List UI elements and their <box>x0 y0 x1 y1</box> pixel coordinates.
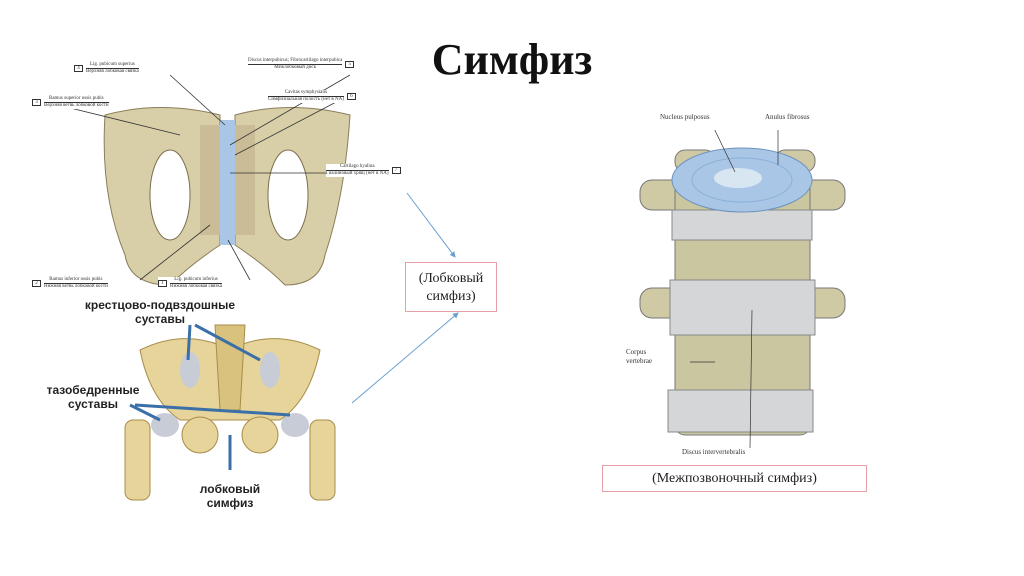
label-hip-joints: тазобедренные суставы <box>46 383 140 411</box>
label-russian: Межлобковый диск <box>248 64 343 71</box>
pelvis-illustration <box>124 323 336 501</box>
label-sacroiliac-joints: крестцово-подвздошные суставы <box>84 298 236 326</box>
label-number: 5 <box>345 61 355 68</box>
slide-title: Симфиз <box>431 35 593 84</box>
intervertebral-disc-illustration <box>639 130 846 449</box>
pubic-symphysis-illustration <box>49 74 395 286</box>
label-number: 3 <box>32 99 41 106</box>
label-number: 6 <box>346 93 356 100</box>
label-number: 2 <box>32 280 41 287</box>
label-discus-intervertebralis: Discus intervertebralis <box>682 448 746 456</box>
label-russian: Гиалиновый хрящ (нет в NA) <box>326 170 389 176</box>
label-latin: Cartilago hyalina <box>339 164 375 169</box>
caption-pubic-symphysis: (Лобковый симфиз) <box>405 262 497 312</box>
label-discus-interpubicus: Discus interpubicus; Fibrocartilago inte… <box>248 58 355 71</box>
arrow-from-pubic-figure <box>406 192 456 258</box>
label-anulus-fibrosus: Anulus fibrosus <box>765 113 810 121</box>
caption-intervertebral-symphysis: (Межпозвоночный симфиз) <box>602 465 867 492</box>
label-russian: Нижняя лобковая связка <box>170 283 222 289</box>
label-nucleus-pulposus: Nucleus pulposus <box>660 113 710 121</box>
connector-arrows <box>351 192 459 404</box>
label-number: 7 <box>391 167 401 174</box>
label-latin: Ramus inferior ossis pubis <box>49 277 103 282</box>
label-pubic-symphysis: лобковый симфиз <box>199 482 261 510</box>
label-russian: Верхняя лобковая связка <box>86 68 139 74</box>
label-latin: Ramus superior ossis pubis <box>48 96 104 101</box>
label-corpus-vertebrae: Corpus vertebrae <box>626 348 653 365</box>
arrow-from-pelvis-figure <box>351 312 459 404</box>
label-latin: Cavitas symphysialis <box>284 90 328 95</box>
label-number: 4 <box>74 65 83 72</box>
label-latin: Lig. pubicum inferius <box>174 277 218 282</box>
label-latin: Discus interpubicus; Fibrocartilago inte… <box>248 58 343 63</box>
label-russian: Верхняя ветвь лобковой кости <box>44 102 109 108</box>
label-russian: Симфизиальная полость (нет в NA) <box>268 96 344 102</box>
label-latin: Lig. pubicum superius <box>89 62 135 67</box>
label-number: 1 <box>158 280 167 287</box>
label-russian: Нижняя ветвь лобковой кости <box>44 283 108 289</box>
